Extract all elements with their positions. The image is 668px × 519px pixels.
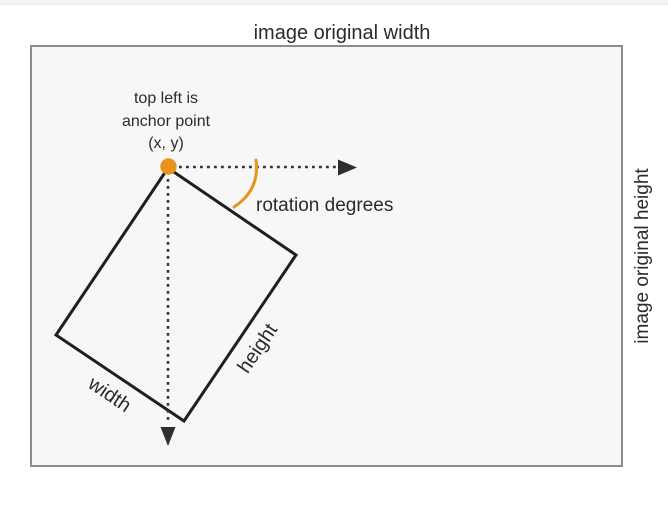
window-top-edge bbox=[0, 0, 668, 5]
image-bounds-rect bbox=[30, 45, 623, 467]
anchor-point-dot bbox=[160, 158, 177, 175]
arrow-down-icon bbox=[160, 427, 176, 446]
arrow-right-icon bbox=[338, 159, 357, 176]
image-original-height-label: image original height bbox=[632, 168, 653, 344]
anchor-note-line-2: anchor point bbox=[122, 113, 211, 130]
rotated-box bbox=[53, 165, 299, 424]
anchor-note-line-1: top left is bbox=[134, 90, 198, 107]
rotation-arc bbox=[232, 158, 259, 209]
rotation-degrees-label: rotation degrees bbox=[256, 195, 393, 216]
anchor-note-line-3: (x, y) bbox=[148, 135, 184, 152]
image-original-width-label: image original width bbox=[254, 22, 431, 44]
